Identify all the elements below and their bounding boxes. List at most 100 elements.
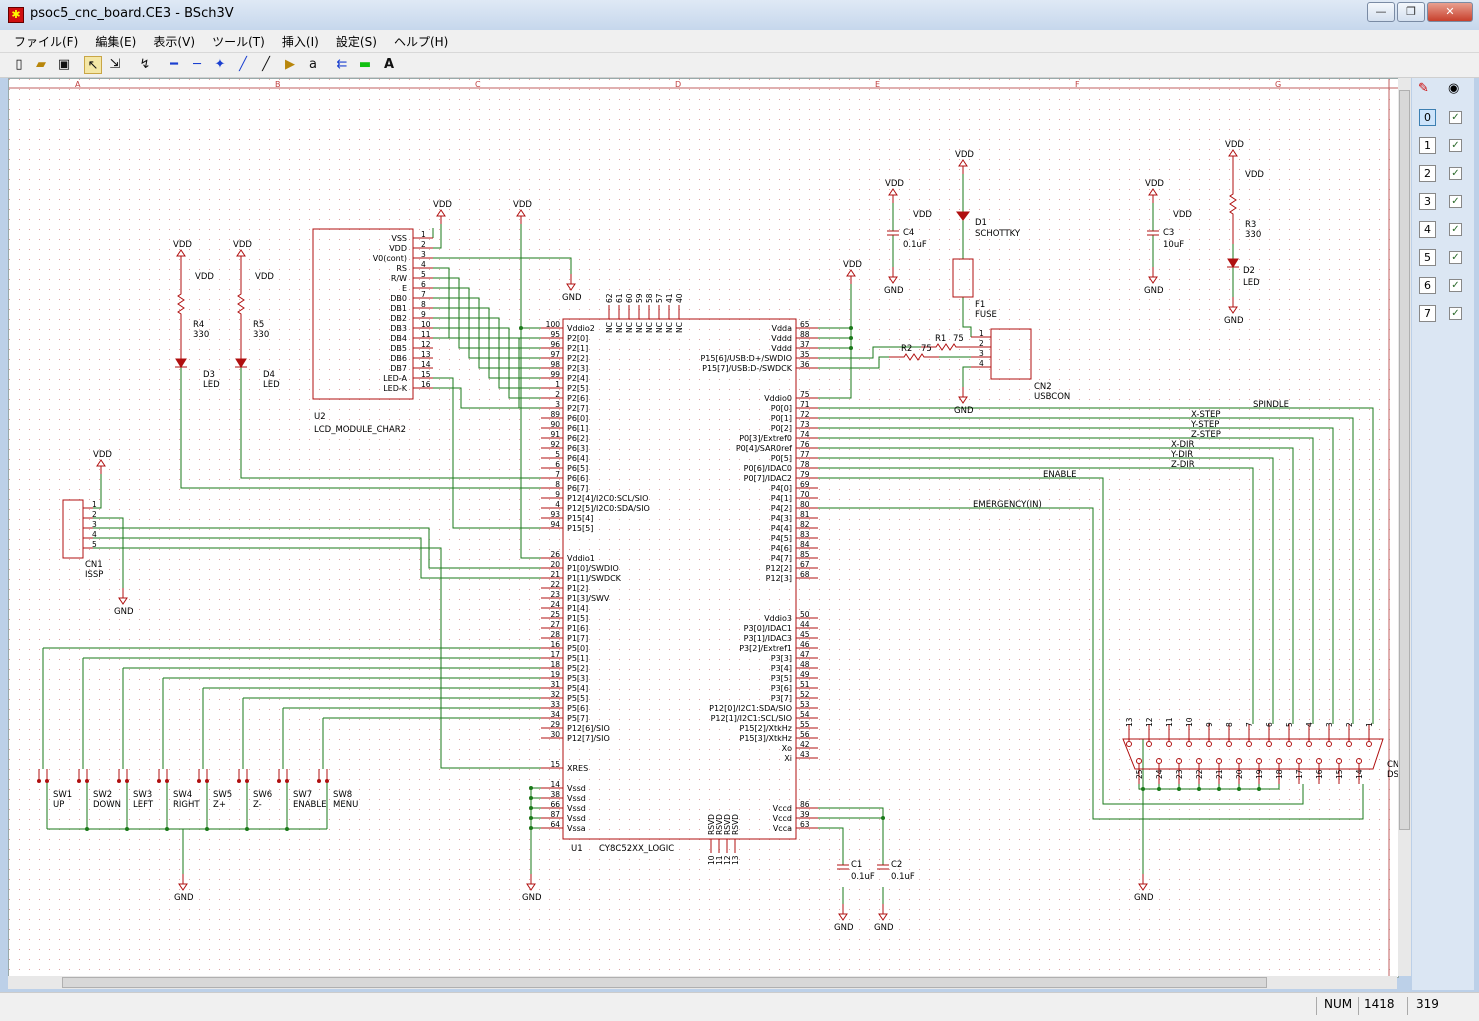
mcu-pin-name: P12[5]/I2C0:SDA/SIO <box>567 504 650 513</box>
net-label: Y-DIR <box>1170 450 1193 460</box>
mcu-pin-name: P4[1] <box>771 494 792 503</box>
tag-icon[interactable]: ▶ <box>285 57 295 72</box>
bsch-app-icon[interactable]: ✱ <box>8 7 24 23</box>
layer-visible-checkbox-1[interactable]: ✓ <box>1449 139 1462 152</box>
zoom-icon[interactable]: ↯ <box>139 57 151 72</box>
text-icon[interactable]: A <box>383 57 395 72</box>
menu-file[interactable]: ファイル(F) <box>14 35 79 49</box>
wire <box>433 327 541 399</box>
horizontal-scroll-thumb[interactable] <box>62 977 1267 988</box>
mcu-pin-number: 77 <box>800 450 810 459</box>
diode-ref: D1 <box>975 218 987 228</box>
label-icon[interactable]: a <box>309 57 317 72</box>
lcd-pin-number: 2 <box>421 240 426 249</box>
mcu-pin-number: 28 <box>550 630 560 639</box>
layer-button-7[interactable]: 7 <box>1419 305 1436 322</box>
fuse-value: FUSE <box>975 310 997 320</box>
wire <box>818 447 1294 724</box>
vertical-scroll-thumb[interactable] <box>1399 90 1410 830</box>
vdd-label: VDD <box>885 179 904 189</box>
bus-icon[interactable]: ─ <box>193 57 201 72</box>
status-bar: NUM 1418 319 <box>0 992 1479 1021</box>
mcu-pin-name: P12[0]/I2C1:SDA/SIO <box>709 704 792 713</box>
grid-column-label: F <box>1075 80 1080 89</box>
mcu-pin-number: 70 <box>800 490 810 499</box>
junction-dot <box>1141 787 1145 791</box>
vdd-label: VDD <box>433 200 452 210</box>
db25-ref: CN <box>1387 760 1398 770</box>
mcu-pin-number: 44 <box>800 620 810 629</box>
mcu-pin-number: 21 <box>550 570 560 579</box>
menu-insert[interactable]: 挿入(I) <box>281 35 319 49</box>
wire <box>818 348 852 399</box>
vdd-label: VDD <box>913 210 932 220</box>
horizontal-scrollbar[interactable] <box>8 976 1397 989</box>
drag-select-icon[interactable]: ⇲ <box>109 57 121 72</box>
layer-visible-checkbox-7[interactable]: ✓ <box>1449 307 1462 320</box>
entry-icon[interactable]: ╱ <box>262 57 270 72</box>
db25-pin <box>1366 741 1372 747</box>
select-pointer-icon[interactable]: ↖ <box>84 56 102 74</box>
layer-button-2[interactable]: 2 <box>1419 165 1436 182</box>
switch-node <box>237 779 241 783</box>
layer-button-0[interactable]: 0 <box>1419 109 1436 126</box>
cap-ref: C3 <box>1163 228 1174 238</box>
layer-button-6[interactable]: 6 <box>1419 277 1436 294</box>
db25-pin <box>1246 741 1252 747</box>
layer-button-3[interactable]: 3 <box>1419 193 1436 210</box>
junction-icon[interactable]: ✦ <box>214 57 226 72</box>
mcu-pin-name: P3[7] <box>771 694 792 703</box>
bus-entry-icon[interactable]: ⇇ <box>336 57 348 72</box>
mcu-pin-number: 99 <box>550 370 560 379</box>
mcu-pin-name: P0[7]/IDAC2 <box>744 474 792 483</box>
mcu-pin-name: P0[1] <box>771 414 792 423</box>
mcu-pin-name: RSVD <box>723 814 732 835</box>
mcu-pin-number: 98 <box>550 360 560 369</box>
junction-dot <box>849 326 853 330</box>
open-folder-icon[interactable]: ▰ <box>36 57 46 72</box>
menu-view[interactable]: 表示(V) <box>153 35 195 49</box>
mcu-pin-name: Vccd <box>773 804 792 813</box>
wire-icon[interactable]: ━ <box>170 57 178 72</box>
menu-edit[interactable]: 編集(E) <box>95 35 137 49</box>
db25-pin-number: 11 <box>1165 717 1174 727</box>
vdd-label: VDD <box>255 272 274 282</box>
layer-button-1[interactable]: 1 <box>1419 137 1436 154</box>
mcu-pin-name: NC <box>605 322 614 333</box>
layer-button-4[interactable]: 4 <box>1419 221 1436 238</box>
maximize-button[interactable]: ❐ <box>1397 2 1425 22</box>
wire <box>818 807 884 865</box>
vertical-scrollbar[interactable] <box>1398 78 1411 976</box>
db25-pin-number: 19 <box>1255 769 1264 779</box>
layer-visible-checkbox-2[interactable]: ✓ <box>1449 167 1462 180</box>
layer-visible-checkbox-5[interactable]: ✓ <box>1449 251 1462 264</box>
db25-pin <box>1166 741 1172 747</box>
dash-line-icon[interactable]: ▬ <box>358 57 372 72</box>
new-file-icon[interactable]: ▯ <box>15 57 23 72</box>
layer-visible-checkbox-0[interactable]: ✓ <box>1449 111 1462 124</box>
layer-visible-checkbox-4[interactable]: ✓ <box>1449 223 1462 236</box>
wire <box>433 377 541 529</box>
layer-visible-checkbox-6[interactable]: ✓ <box>1449 279 1462 292</box>
menu-settings[interactable]: 設定(S) <box>335 35 377 49</box>
minimize-button[interactable]: — <box>1367 2 1395 22</box>
lcd-module-body <box>312 228 414 400</box>
mcu-pin-number: 45 <box>800 630 810 639</box>
save-icon[interactable]: ▣ <box>57 57 71 72</box>
mcu-pin-number: 14 <box>550 780 560 789</box>
mcu-pin-name: P4[0] <box>771 484 792 493</box>
wire <box>962 297 972 337</box>
layer-button-5[interactable]: 5 <box>1419 249 1436 266</box>
menu-help[interactable]: ヘルプ(H) <box>393 35 449 49</box>
gnd-label: GND <box>1134 893 1154 903</box>
mcu-pin-name: P0[4]/SAR0ref <box>736 444 792 453</box>
switch-value: UP <box>53 800 64 810</box>
resistor-ref: R3 <box>1245 220 1256 230</box>
line-icon[interactable]: ╱ <box>239 57 247 72</box>
close-button[interactable]: ✕ <box>1427 2 1473 22</box>
layer-visible-checkbox-3[interactable]: ✓ <box>1449 195 1462 208</box>
menu-tools[interactable]: ツール(T) <box>212 35 265 49</box>
vdd-arrow <box>516 209 526 217</box>
